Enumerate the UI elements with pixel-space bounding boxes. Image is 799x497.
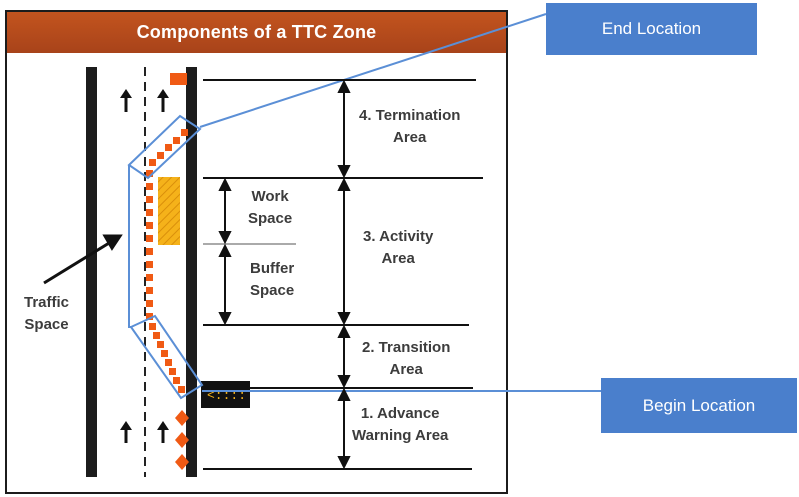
label-line: 3. Activity	[363, 228, 434, 245]
label-line: 4. Termination	[359, 107, 461, 124]
warning-sign-icon	[175, 410, 189, 470]
arrow-up-icon	[120, 89, 132, 112]
right-road-edge	[186, 67, 197, 477]
dimension-arrow-transition	[337, 324, 351, 389]
dimension-arrow-buffer-space	[218, 243, 232, 326]
label-line: 1. Advance	[360, 405, 440, 422]
end-location-leader	[199, 13, 547, 128]
work-space-area	[158, 177, 180, 245]
cone-group-transition	[149, 323, 185, 393]
dimension-arrow-advance	[337, 387, 351, 470]
cone-group-activity	[146, 170, 153, 320]
cone-group-termination	[149, 129, 188, 166]
transition-taper-outline	[129, 314, 204, 400]
arrow-board-icon: <::::	[201, 381, 250, 408]
label-line: Work	[251, 188, 289, 205]
label-line: Buffer	[250, 260, 295, 277]
diagram-title: Components of a TTC Zone	[7, 12, 506, 53]
label-activity-area: 3. Activity Area	[363, 226, 433, 270]
arrow-up-icon	[157, 421, 169, 443]
label-line: Area	[381, 250, 415, 267]
label-buffer-space: Buffer Space	[250, 258, 294, 302]
termination-taper-outline	[127, 114, 202, 180]
arrow-up-icon	[157, 89, 169, 112]
end-cone	[170, 73, 187, 85]
label-line: Traffic	[24, 294, 70, 311]
label-line: Space	[24, 316, 69, 333]
label-transition-area: 2. Transition Area	[362, 337, 450, 381]
label-line: Area	[389, 361, 423, 378]
label-work-space: Work Space	[248, 186, 292, 230]
label-line: 2. Transition	[362, 339, 451, 356]
label-line: Space	[248, 210, 293, 227]
begin-location-callout: Begin Location	[601, 378, 797, 433]
label-advance-warning-area: 1. Advance Warning Area	[352, 403, 448, 447]
activity-space-outline	[128, 165, 131, 328]
left-road-edge	[86, 67, 97, 477]
label-traffic-space: Traffic Space	[24, 292, 69, 336]
label-termination-area: 4. Termination Area	[359, 105, 460, 149]
dimension-arrow-activity	[337, 177, 351, 326]
traffic-space-pointer	[43, 234, 123, 285]
dimension-arrow-termination	[337, 79, 351, 179]
label-line: Warning Area	[352, 427, 449, 444]
label-line: Space	[250, 282, 295, 299]
end-location-callout: End Location	[546, 3, 757, 55]
arrow-up-icon	[120, 421, 132, 443]
label-line: Area	[393, 129, 427, 146]
dimension-arrow-work-space	[218, 177, 232, 245]
